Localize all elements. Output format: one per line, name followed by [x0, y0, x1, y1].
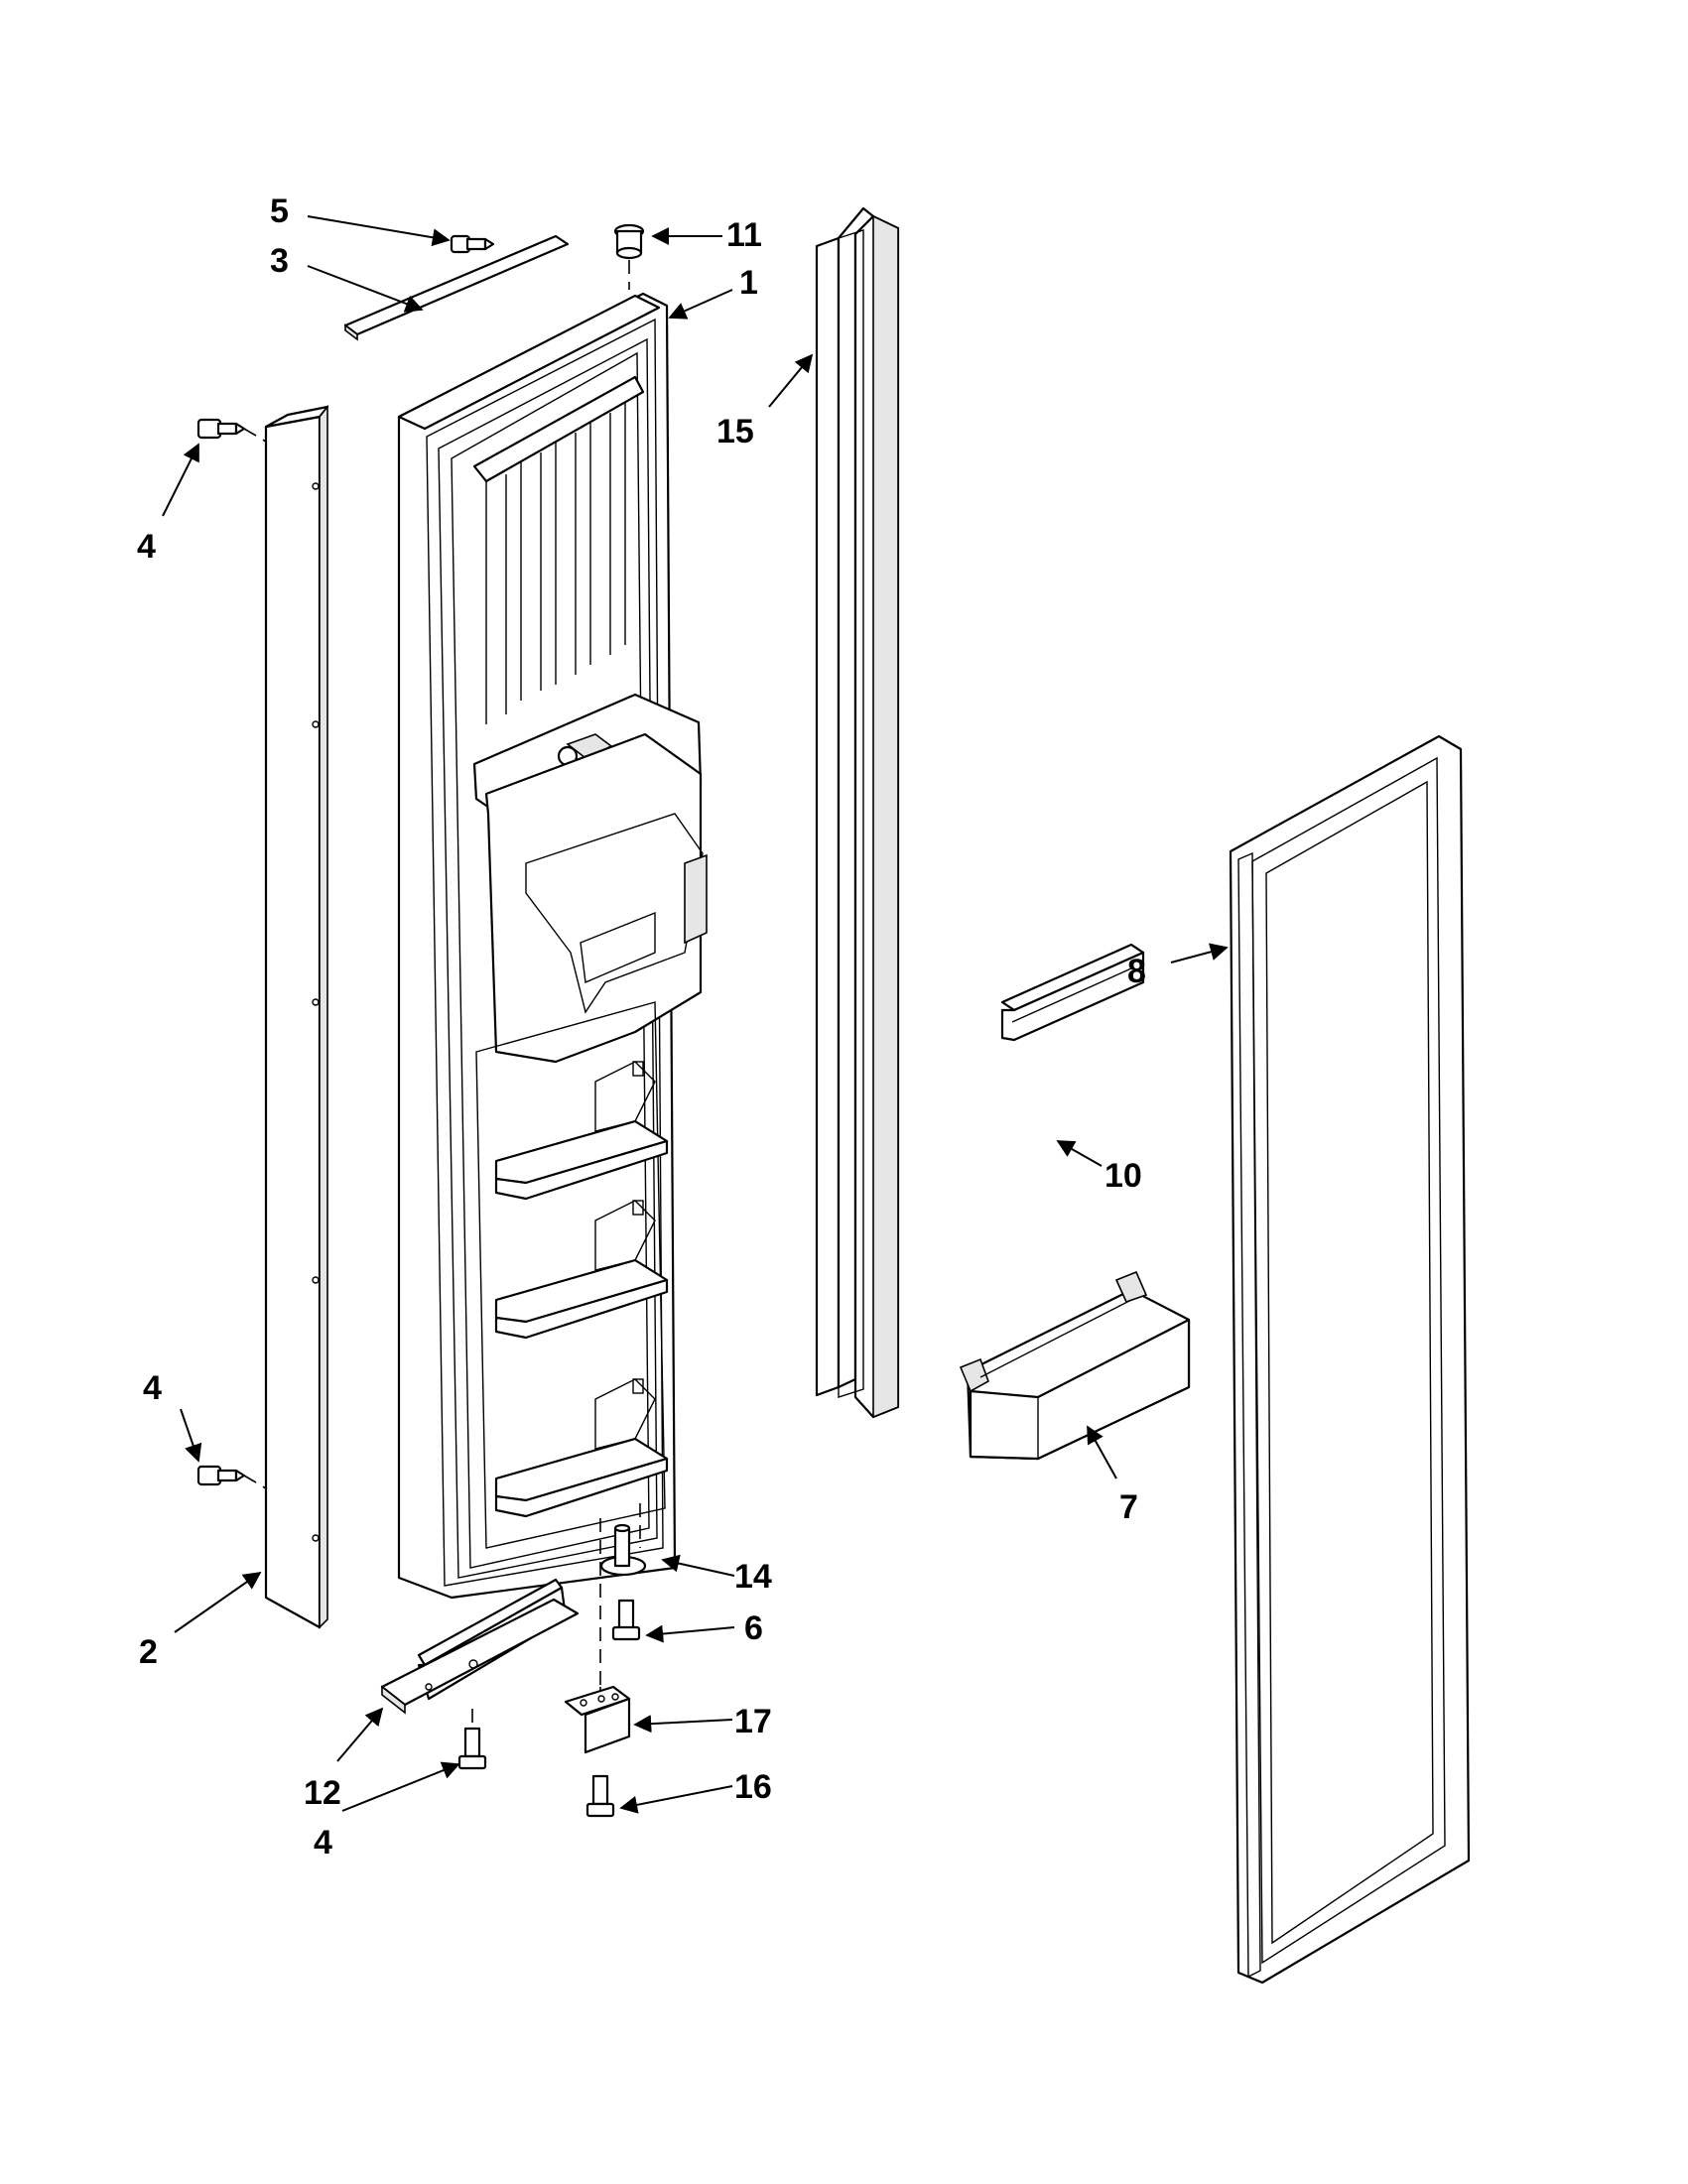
callout-17: 17: [734, 1703, 772, 1740]
door-trim-left-part: [264, 404, 329, 1629]
callout-4-middle: 4: [143, 1369, 162, 1407]
callout-10: 10: [1104, 1157, 1142, 1195]
screw-top-part: [450, 234, 495, 254]
plate-screw-part: [585, 1774, 615, 1818]
top-trim-part: [343, 234, 570, 341]
callout-4-upper: 4: [137, 528, 156, 566]
callout-5: 6: [744, 1609, 763, 1647]
callout-1: 1: [739, 264, 758, 302]
callout-6: 5: [270, 193, 289, 230]
screw-upper-part: [196, 418, 246, 440]
hinge-plate-part: [564, 1685, 631, 1754]
callout-15: 15: [716, 413, 754, 450]
callout-7: 7: [1119, 1488, 1138, 1526]
callout-8: 8: [1127, 953, 1146, 990]
door-assembly-part: [397, 292, 708, 1600]
callout-3: 3: [270, 242, 289, 280]
door-bin-part: [959, 1270, 1191, 1461]
door-gasket-part: [1229, 734, 1471, 1985]
callout-14: 14: [734, 1558, 772, 1596]
callout-4-lower: 4: [314, 1824, 332, 1862]
callout-16: 16: [734, 1768, 772, 1806]
callout-2: 2: [139, 1633, 158, 1671]
door-trim-right-part: [815, 206, 900, 1419]
hinge-pin-part: [599, 1523, 647, 1577]
hinge-screw-part: [611, 1599, 641, 1641]
bottom-bracket-part: [380, 1578, 580, 1715]
bracket-screw-part: [457, 1709, 487, 1770]
screw-lower-part: [196, 1465, 246, 1486]
callout-11: 11: [726, 216, 762, 254]
hinge-cap-part: [613, 223, 645, 290]
shelf-retainer-part: [1000, 943, 1145, 1042]
callout-12: 12: [304, 1774, 341, 1812]
